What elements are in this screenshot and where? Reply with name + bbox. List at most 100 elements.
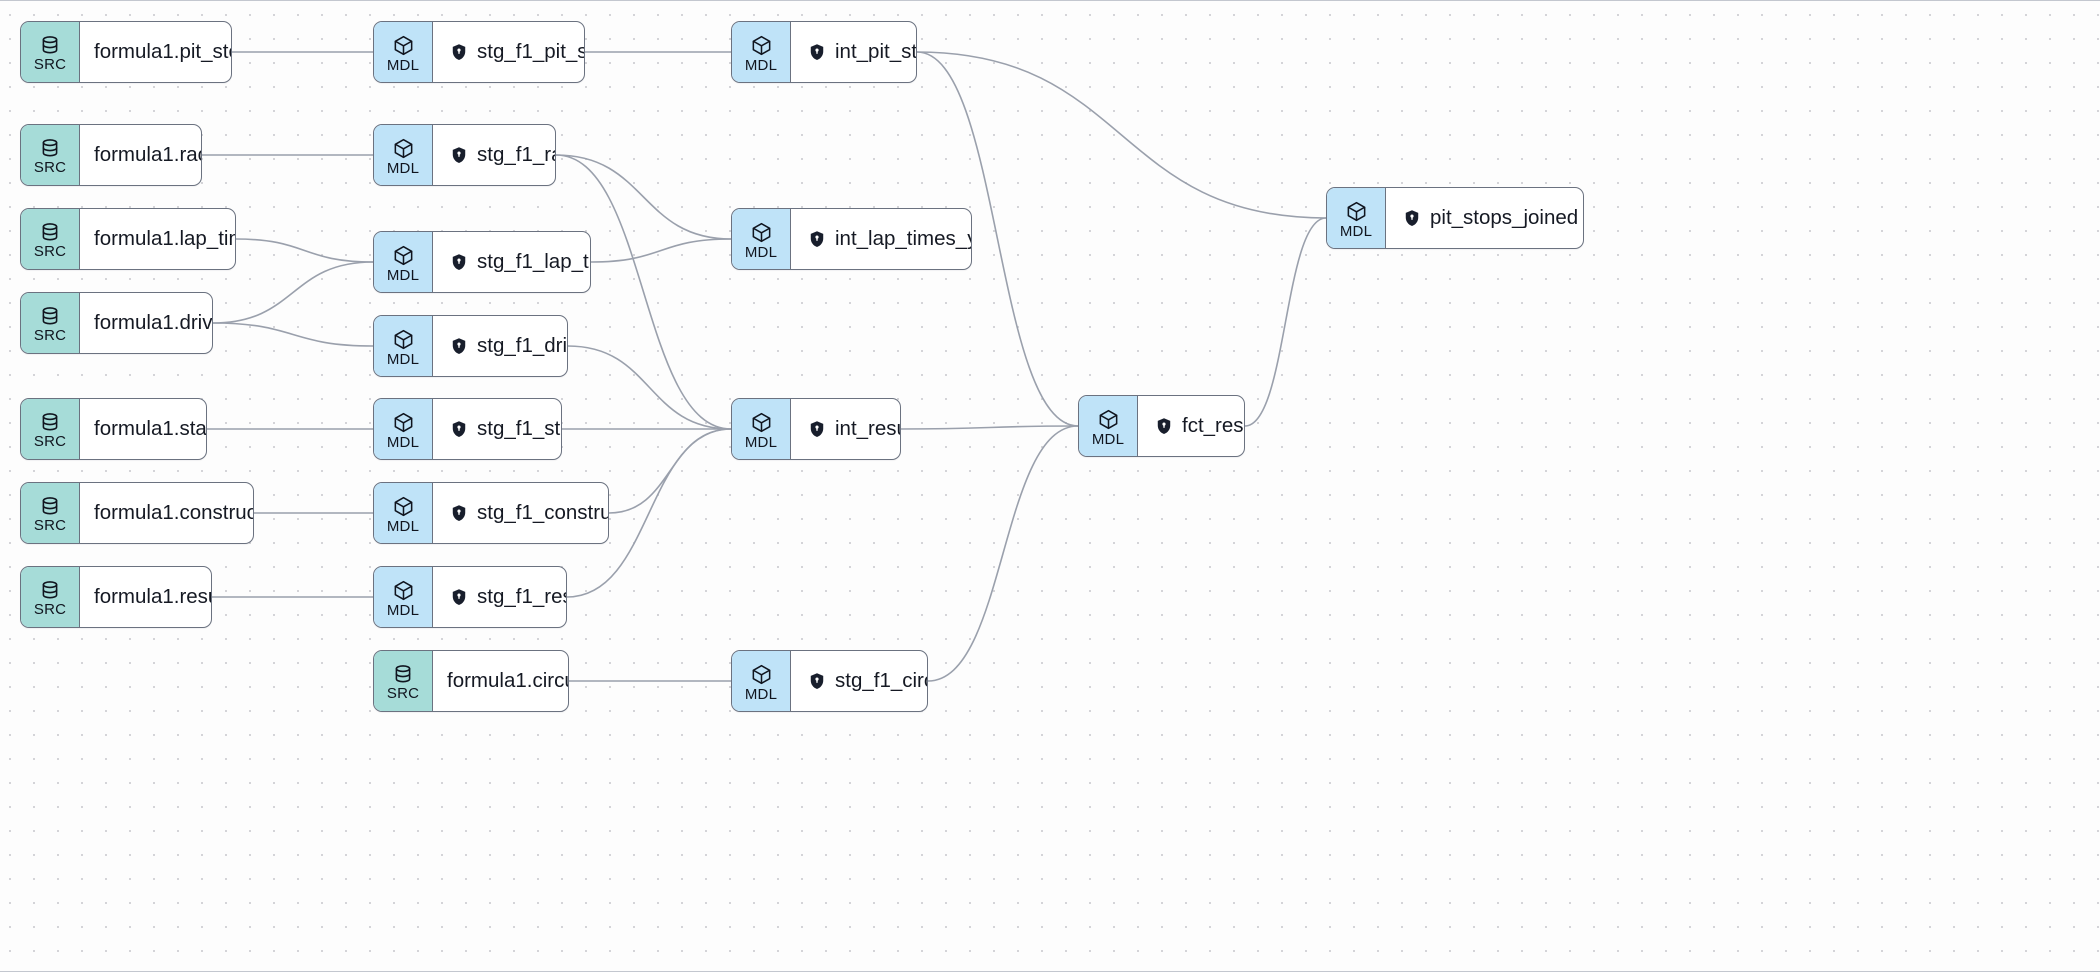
lineage-edge-stg_constructors-to-int_results — [608, 428, 732, 514]
node-body-src_circuits: formula1.circuits — [433, 651, 568, 711]
node-label: int_pit_stops — [835, 40, 917, 63]
lineage-node-stg_status[interactable]: MDL stg_f1_status — [373, 398, 562, 460]
node-body-src_constructors: formula1.constructors — [80, 483, 253, 543]
node-type-label: SRC — [33, 159, 67, 176]
lineage-node-src_races[interactable]: SRC formula1.races — [20, 124, 202, 186]
shield-icon — [808, 672, 826, 690]
shield-icon — [1155, 417, 1173, 435]
node-body-src_results: formula1.results — [80, 567, 211, 627]
node-type-badge-stg_constructors: MDL — [374, 483, 433, 543]
cube-icon — [1097, 408, 1120, 431]
node-type-label: MDL — [1339, 222, 1373, 240]
node-body-src_races: formula1.races — [80, 125, 201, 185]
lineage-edge-src_lap_times-to-stg_lap_times — [235, 238, 374, 263]
lineage-edge-int_pit_stops-to-pit_stops_joined — [916, 51, 1327, 219]
node-label: fct_results — [1182, 414, 1244, 437]
lineage-node-int_results[interactable]: MDL int_results — [731, 398, 901, 460]
node-label: stg_f1_status — [477, 417, 561, 440]
node-label: formula1.drivers — [94, 311, 213, 334]
lineage-node-stg_lap_times[interactable]: MDL stg_f1_lap_times — [373, 231, 591, 293]
node-label: int_results — [835, 417, 900, 440]
node-type-badge-stg_pit_stops: MDL — [374, 22, 433, 82]
node-body-stg_lap_times: stg_f1_lap_times — [433, 232, 590, 292]
shield-icon — [450, 146, 468, 164]
lineage-edge-stg_drivers-to-int_results — [567, 345, 732, 430]
node-type-label: MDL — [386, 266, 420, 284]
lineage-edge-stg_races-to-int_lap_times_years — [555, 154, 732, 240]
shield-icon — [808, 420, 826, 438]
node-type-label: SRC — [33, 56, 67, 73]
node-type-label: SRC — [386, 685, 420, 702]
database-icon — [392, 663, 414, 685]
node-type-badge-fct_results: MDL — [1079, 396, 1138, 456]
node-type-badge-src_lap_times: SRC — [21, 209, 80, 269]
shield-icon — [450, 504, 468, 522]
node-label: formula1.races — [94, 143, 201, 166]
node-type-label: MDL — [1091, 430, 1125, 448]
cube-icon — [1345, 200, 1368, 223]
node-body-pit_stops_joined: pit_stops_joined — [1386, 188, 1583, 248]
node-label: stg_f1_constructors — [477, 501, 609, 524]
node-body-stg_races: stg_f1_races — [433, 125, 555, 185]
shield-icon — [450, 43, 468, 61]
lineage-node-fct_results[interactable]: MDL fct_results — [1078, 395, 1245, 457]
node-body-stg_circuits: stg_f1_circuits — [791, 651, 927, 711]
lineage-node-src_constructors[interactable]: SRC formula1.constructors — [20, 482, 254, 544]
node-type-badge-src_races: SRC — [21, 125, 80, 185]
node-type-badge-stg_races: MDL — [374, 125, 433, 185]
lineage-node-stg_constructors[interactable]: MDL stg_f1_constructors — [373, 482, 609, 544]
cube-icon — [750, 221, 773, 244]
lineage-node-src_pit_stops[interactable]: SRC formula1.pit_stops — [20, 21, 232, 83]
database-icon — [39, 495, 61, 517]
lineage-node-pit_stops_joined[interactable]: MDL pit_stops_joined — [1326, 187, 1584, 249]
node-type-badge-int_results: MDL — [732, 399, 791, 459]
node-type-label: MDL — [386, 433, 420, 451]
node-body-src_lap_times: formula1.lap_times — [80, 209, 235, 269]
lineage-edge-src_drivers-to-stg_lap_times — [212, 261, 374, 324]
cube-icon — [392, 34, 415, 57]
cube-icon — [392, 244, 415, 267]
node-label: formula1.constructors — [94, 501, 253, 524]
lineage-edge-fct_results-to-pit_stops_joined — [1244, 217, 1327, 427]
cube-icon — [750, 34, 773, 57]
node-label: stg_f1_circuits — [835, 669, 927, 692]
shield-icon — [450, 337, 468, 355]
node-type-badge-int_lap_times_years: MDL — [732, 209, 791, 269]
node-type-badge-stg_drivers: MDL — [374, 316, 433, 376]
shield-icon — [450, 253, 468, 271]
cube-icon — [392, 328, 415, 351]
database-icon — [39, 305, 61, 327]
node-label: formula1.status — [94, 417, 207, 440]
lineage-edge-stg_circuits-to-fct_results — [927, 425, 1079, 682]
node-body-src_pit_stops: formula1.pit_stops — [80, 22, 231, 82]
database-icon — [39, 34, 61, 56]
node-body-src_status: formula1.status — [80, 399, 207, 459]
node-type-label: SRC — [33, 433, 67, 450]
node-type-badge-src_circuits: SRC — [374, 651, 433, 711]
node-body-src_drivers: formula1.drivers — [80, 293, 213, 353]
lineage-node-src_status[interactable]: SRC formula1.status — [20, 398, 207, 460]
shield-icon — [450, 588, 468, 606]
node-type-label: MDL — [744, 433, 778, 451]
node-body-stg_drivers: stg_f1_drivers — [433, 316, 567, 376]
node-type-label: SRC — [33, 601, 67, 618]
lineage-node-src_results[interactable]: SRC formula1.results — [20, 566, 212, 628]
node-body-fct_results: fct_results — [1138, 396, 1244, 456]
shield-icon — [450, 420, 468, 438]
node-type-label: SRC — [33, 517, 67, 534]
node-type-badge-src_results: SRC — [21, 567, 80, 627]
node-type-badge-stg_lap_times: MDL — [374, 232, 433, 292]
shield-icon — [808, 43, 826, 61]
lineage-node-src_circuits[interactable]: SRC formula1.circuits — [373, 650, 569, 712]
